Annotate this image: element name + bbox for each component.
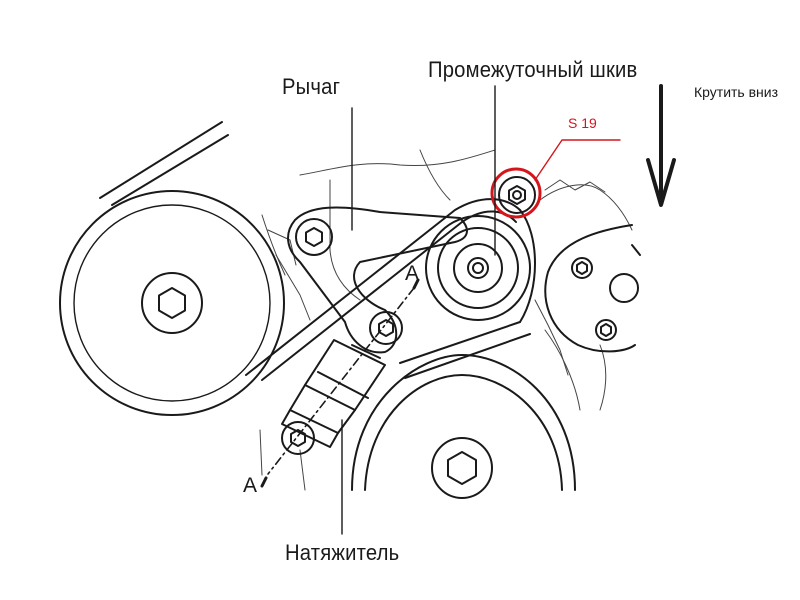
- highlight-circle: [490, 167, 542, 219]
- bottom-pulley: [351, 354, 576, 499]
- section-mark-top: [412, 278, 420, 290]
- drive-belt: [99, 121, 536, 381]
- left-pulley: [59, 190, 285, 416]
- right-pulley: [544, 224, 641, 353]
- turn-down-label: Крутить вниз: [694, 84, 779, 100]
- idler-bolt: [498, 176, 536, 214]
- arrow-down-icon: [646, 84, 676, 207]
- bolt-size-label: S 19: [568, 115, 597, 131]
- bolt-leader-line: [534, 139, 621, 181]
- tensioner-body: [281, 339, 386, 455]
- tensioner-label: Натяжитель: [285, 540, 400, 565]
- idler-pulley-label: Промежуточный шкив: [428, 57, 638, 82]
- hex-bolt-icon: [290, 429, 306, 447]
- hex-bolt-icon: [508, 185, 526, 205]
- engine-block-outline: [259, 149, 633, 491]
- section-line: [267, 287, 415, 475]
- section-label-top: A: [405, 262, 420, 285]
- section-mark-bottom: [260, 476, 268, 488]
- section-label-bottom: A: [243, 474, 258, 497]
- lever-arm: [287, 206, 468, 354]
- idler-pulley: [425, 215, 531, 321]
- lever-label: Рычаг: [282, 74, 341, 99]
- hex-bolt-icon: [447, 451, 477, 485]
- hex-bolt-icon: [158, 287, 186, 319]
